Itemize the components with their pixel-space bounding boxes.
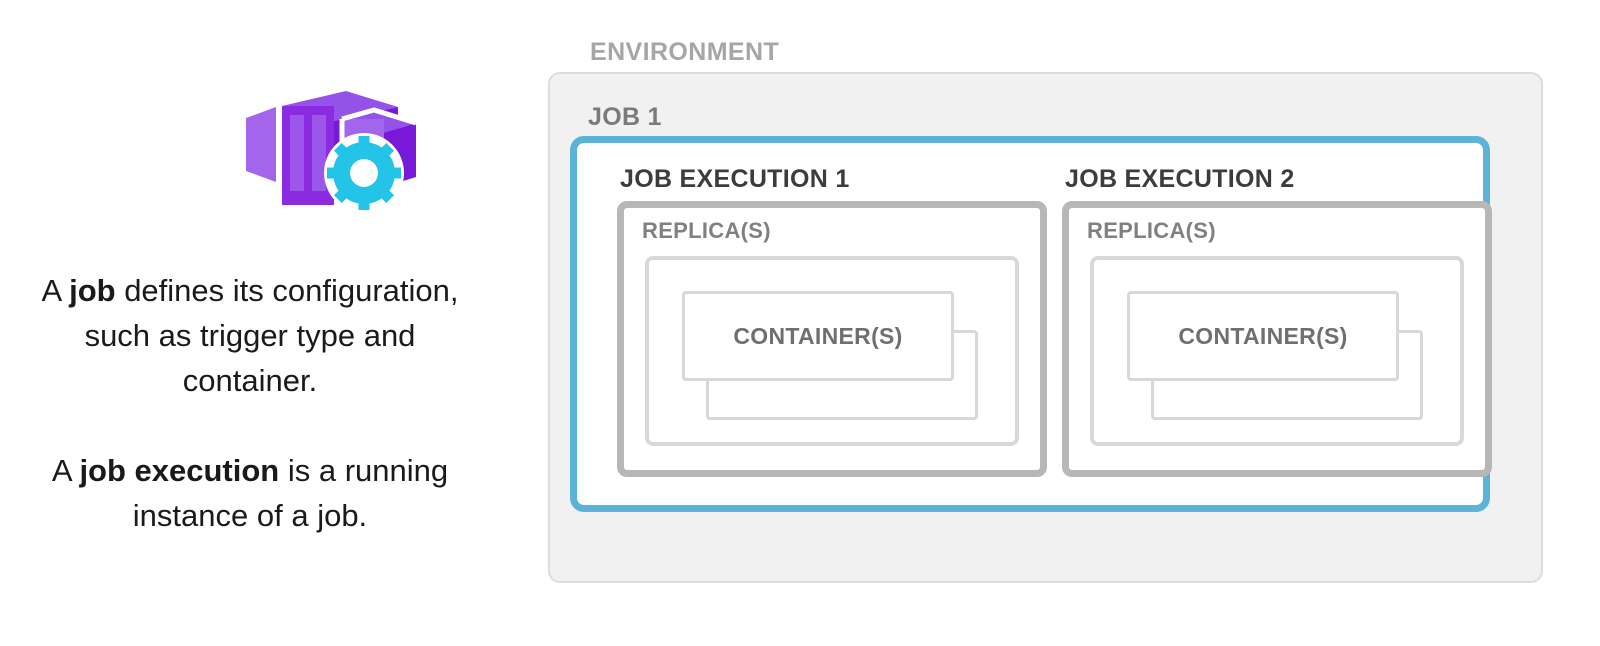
container-stack-2: CONTAINER(S) xyxy=(1127,291,1427,421)
container-front-box-2: CONTAINER(S) xyxy=(1127,291,1399,381)
replica-label-1: REPLICA(S) xyxy=(642,218,771,243)
replica-box-2: REPLICA(S) CONTAINER(S) xyxy=(1062,201,1492,477)
container-app-job-gear-icon xyxy=(238,85,418,213)
job-execution-1-label: JOB EXECUTION 1 xyxy=(620,165,850,193)
description-paragraph-job-execution: A job execution is a running instance of… xyxy=(20,448,480,538)
job-text-bold: job xyxy=(69,273,116,308)
replica-box-1: REPLICA(S) CONTAINER(S) xyxy=(617,201,1047,477)
job-text-pre: A xyxy=(41,273,70,308)
replica-inner-box-2: CONTAINER(S) xyxy=(1090,256,1464,446)
description-paragraph-job: A job defines its configuration, such as… xyxy=(20,268,480,403)
job-execution-2-label: JOB EXECUTION 2 xyxy=(1065,165,1295,193)
description-text: A job defines its configuration, such as… xyxy=(20,268,480,538)
container-front-box-1: CONTAINER(S) xyxy=(682,291,954,381)
container-stack-1: CONTAINER(S) xyxy=(682,291,982,421)
job-text-post: defines its configuration, such as trigg… xyxy=(84,273,459,398)
exec-text-bold: job execution xyxy=(79,453,280,488)
container-label-2: CONTAINER(S) xyxy=(1178,322,1348,349)
exec-text-post: is a running instance of a job. xyxy=(132,453,449,533)
container-label-1: CONTAINER(S) xyxy=(733,322,903,349)
explanation-panel: A job defines its configuration, such as… xyxy=(0,0,500,646)
replica-inner-box-1: CONTAINER(S) xyxy=(645,256,1019,446)
job-execution-2-group: JOB EXECUTION 2 REPLICA(S) CONTAINER(S) xyxy=(1062,143,1505,505)
job-box: JOB EXECUTION 1 REPLICA(S) CONTAINER(S) … xyxy=(570,136,1492,512)
environment-label: ENVIRONMENT xyxy=(590,38,780,66)
exec-text-pre: A xyxy=(51,453,80,488)
job-execution-1-group: JOB EXECUTION 1 REPLICA(S) CONTAINER(S) xyxy=(617,143,1060,505)
replica-label-2: REPLICA(S) xyxy=(1087,218,1216,243)
job-label: JOB 1 xyxy=(588,103,662,131)
